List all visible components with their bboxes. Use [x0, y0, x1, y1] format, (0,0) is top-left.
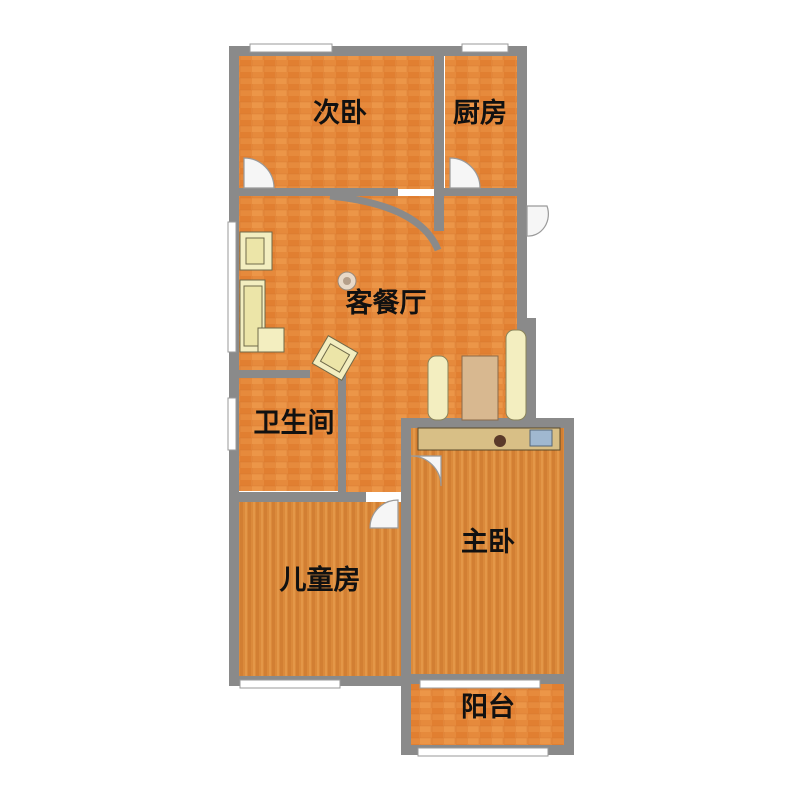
room-label-bathroom: 卫生间 — [254, 408, 335, 439]
bathroom-floor — [238, 374, 338, 491]
window-icon — [227, 43, 549, 757]
second-bedroom-floor — [238, 56, 434, 189]
door-swing-icon — [243, 157, 549, 529]
kids-room-floor — [238, 502, 401, 676]
living-floor-lower — [345, 379, 405, 492]
room-label-kids-room: 儿童房 — [280, 564, 361, 596]
room-label-living-dining: 客餐厅 — [346, 287, 427, 319]
room-labels: 次卧 厨房 客餐厅 卫生间 主卧 儿童房 阳台 — [254, 98, 516, 723]
dining-table-icon — [461, 355, 499, 421]
sofa-icon — [239, 231, 285, 353]
bench-icon — [427, 329, 527, 421]
living-floor — [238, 196, 520, 379]
room-label-balcony: 阳台 — [461, 691, 515, 723]
plant-icon — [337, 271, 357, 291]
armchair-icon — [311, 334, 359, 382]
desk-icon — [417, 427, 561, 451]
room-label-second-bedroom: 次卧 — [313, 98, 367, 129]
room-label-master-bedroom: 主卧 — [461, 527, 515, 558]
room-label-kitchen: 厨房 — [453, 98, 507, 129]
curved-wall — [329, 192, 442, 252]
balcony-floor — [411, 684, 564, 748]
